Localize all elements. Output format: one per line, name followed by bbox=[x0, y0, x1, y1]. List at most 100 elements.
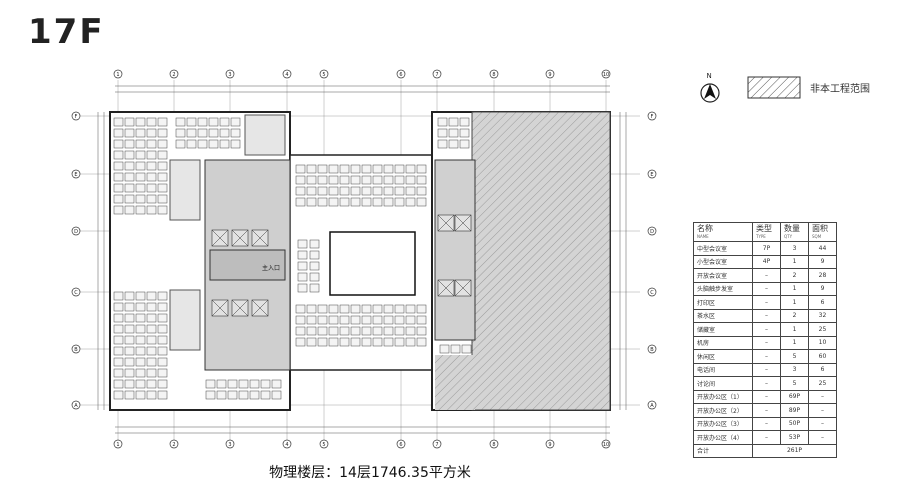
cell-qty: 1 bbox=[780, 335, 809, 350]
workstation-desk bbox=[157, 161, 168, 171]
desk-layout bbox=[113, 117, 472, 400]
column-axis-label: 2 bbox=[172, 442, 175, 448]
column-axis-label: 5 bbox=[322, 72, 325, 78]
workstation-desk bbox=[205, 379, 216, 389]
workstation-desk bbox=[339, 337, 350, 347]
workstation-desk bbox=[317, 304, 328, 314]
column-axis-bubble bbox=[282, 69, 292, 79]
cell-name: 讨论间 bbox=[693, 376, 753, 391]
workstation-desk bbox=[317, 164, 328, 174]
north-arrow-icon: N bbox=[700, 72, 720, 103]
workstation-desk bbox=[372, 197, 383, 207]
cell-area: – bbox=[808, 389, 837, 404]
workstation-desk bbox=[219, 128, 230, 138]
workstation-desk bbox=[383, 304, 394, 314]
cell-qty: 3 bbox=[780, 362, 809, 377]
workstation-desk bbox=[113, 291, 124, 301]
column-axis-label: 4 bbox=[285, 72, 288, 78]
workstation-desk bbox=[416, 315, 427, 325]
workstation-desk bbox=[157, 183, 168, 193]
workstation-desk bbox=[157, 346, 168, 356]
cell-area: 9 bbox=[808, 281, 837, 296]
workstation-desk bbox=[350, 186, 361, 196]
column-axis-label: 5 bbox=[322, 442, 325, 448]
column-axis-bubble bbox=[319, 69, 329, 79]
workstation-desk bbox=[135, 291, 146, 301]
workstation-desk bbox=[416, 197, 427, 207]
workstation-desk bbox=[135, 302, 146, 312]
cell-area: – bbox=[808, 430, 837, 445]
workstation-desk bbox=[157, 139, 168, 149]
workstation-desk bbox=[394, 315, 405, 325]
column-axis-label: 9 bbox=[548, 442, 551, 448]
workstation-desk bbox=[157, 194, 168, 204]
row-axis-bubble bbox=[71, 400, 81, 410]
workstation-desk bbox=[339, 197, 350, 207]
workstation-desk bbox=[394, 337, 405, 347]
workstation-desk bbox=[124, 302, 135, 312]
workstation-desk bbox=[297, 272, 308, 282]
cell-type: – bbox=[752, 389, 781, 404]
workstation-desk bbox=[230, 139, 241, 149]
workstation-desk bbox=[175, 128, 186, 138]
cell-type: – bbox=[752, 349, 781, 364]
workstation-desk bbox=[383, 337, 394, 347]
workstation-desk bbox=[227, 379, 238, 389]
cell-name: 头脑触步发室 bbox=[693, 281, 753, 296]
workstation-desk bbox=[448, 139, 459, 149]
cell-name: 开放办公区（4） bbox=[693, 430, 753, 445]
workstation-desk bbox=[394, 197, 405, 207]
workstation-desk bbox=[113, 346, 124, 356]
workstation-desk bbox=[416, 326, 427, 336]
workstation-desk bbox=[135, 346, 146, 356]
workstation-desk bbox=[328, 304, 339, 314]
workstation-desk bbox=[328, 326, 339, 336]
workstation-desk bbox=[405, 164, 416, 174]
workstation-desk bbox=[448, 117, 459, 127]
cell-name: 储藏室 bbox=[693, 322, 753, 337]
workstation-desk bbox=[295, 186, 306, 196]
cell-qty: 1 bbox=[780, 322, 809, 337]
row-axis-label: A bbox=[74, 403, 78, 409]
workstation-desk bbox=[157, 324, 168, 334]
workstation-desk bbox=[309, 272, 320, 282]
workstation-desk bbox=[437, 139, 448, 149]
row-axis-bubble bbox=[647, 226, 657, 236]
cell-qty: 2 bbox=[780, 308, 809, 323]
workstation-desk bbox=[339, 326, 350, 336]
workstation-desk bbox=[317, 337, 328, 347]
workstation-desk bbox=[295, 326, 306, 336]
hatch-legend-label: 非本工程范围 bbox=[810, 84, 870, 95]
workstation-desk bbox=[124, 368, 135, 378]
cell-qty: 1 bbox=[780, 295, 809, 310]
workstation-desk bbox=[146, 139, 157, 149]
workstation-desk bbox=[295, 315, 306, 325]
elevator-shaft bbox=[231, 299, 249, 317]
workstation-desk bbox=[306, 197, 317, 207]
cell-area: – bbox=[808, 403, 837, 418]
workstation-desk bbox=[350, 337, 361, 347]
cell-type: – bbox=[752, 376, 781, 391]
floor-area-caption: 物理楼层：14层1746.35平方米 bbox=[269, 465, 471, 481]
workstation-desk bbox=[216, 390, 227, 400]
workstation-desk bbox=[306, 337, 317, 347]
workstation-desk bbox=[157, 313, 168, 323]
workstation-desk bbox=[186, 139, 197, 149]
workstation-desk bbox=[124, 357, 135, 367]
workstation-desk bbox=[186, 117, 197, 127]
workstation-desk bbox=[405, 304, 416, 314]
column-axis-bubble bbox=[489, 69, 499, 79]
elevator-shaft bbox=[454, 214, 472, 232]
workstation-desk bbox=[124, 117, 135, 127]
workstation-desk bbox=[135, 357, 146, 367]
workstation-desk bbox=[124, 150, 135, 160]
workstation-desk bbox=[405, 315, 416, 325]
workstation-desk bbox=[113, 183, 124, 193]
workstation-desk bbox=[113, 313, 124, 323]
column-axis-label: 9 bbox=[548, 72, 551, 78]
cell-type: – bbox=[752, 362, 781, 377]
workstation-desk bbox=[157, 390, 168, 400]
workstation-desk bbox=[113, 302, 124, 312]
